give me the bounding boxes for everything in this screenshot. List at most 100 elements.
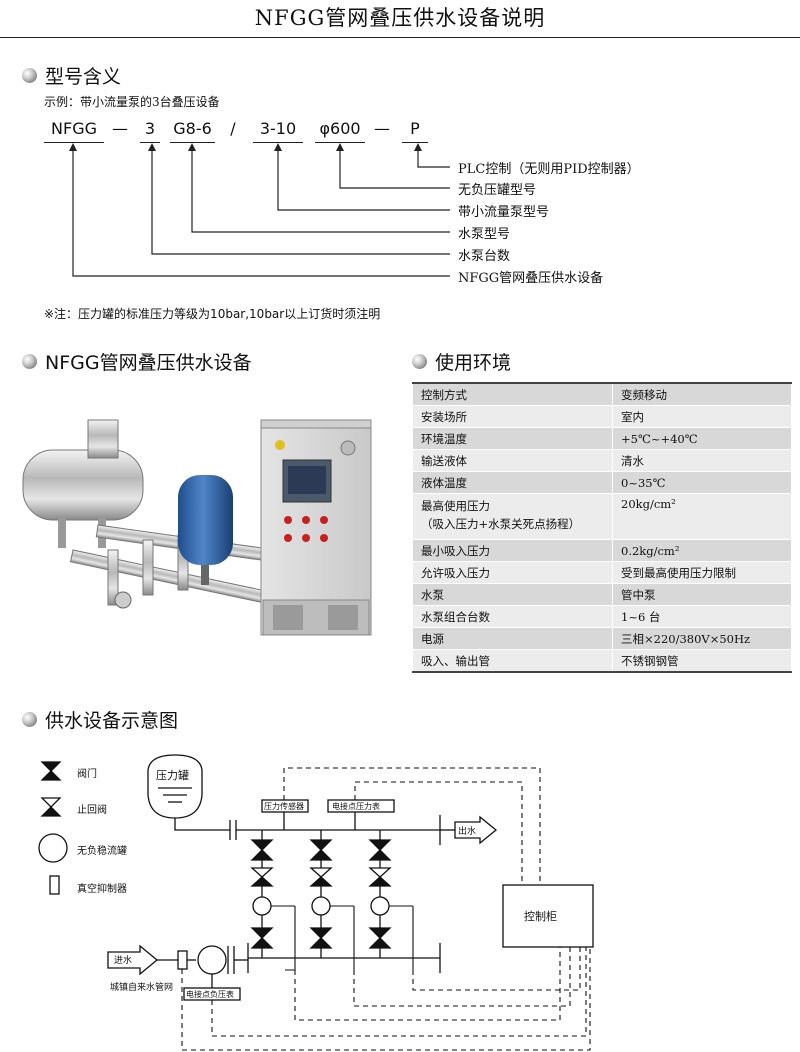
- arrow-icon: [414, 143, 422, 151]
- code-series: NFGG: [51, 119, 97, 138]
- code-pump-count: 3: [144, 119, 156, 138]
- model-section-heading: 型号含义: [22, 62, 121, 89]
- label-small-pump: 带小流量泵型号: [458, 205, 550, 220]
- code-underline: [253, 142, 303, 143]
- table-row: 允许吸入压力 受到最高使用压力限制: [412, 561, 792, 584]
- legend-valve-label: 阀门: [77, 769, 97, 780]
- connector-line: [417, 146, 450, 168]
- legend-tank-label: 无负稳流罐: [77, 846, 127, 857]
- connector-line: [339, 146, 450, 189]
- city-main-label: 城镇自来水管网: [110, 983, 174, 993]
- code-underline: [170, 142, 215, 143]
- code-separator: —: [112, 119, 128, 138]
- env-key: 输送液体: [412, 449, 613, 472]
- label-tank: 无负压罐型号: [458, 183, 537, 198]
- label-plc: PLC控制（无则用PID控制器）: [458, 162, 640, 177]
- table-row: 控制方式 变频移动: [412, 382, 792, 406]
- arrow-icon: [336, 143, 344, 151]
- code-pump-model: G8-6: [173, 119, 212, 138]
- code-separator: /: [230, 119, 236, 138]
- pressure-tank-icon: [147, 754, 203, 819]
- connector-line: [191, 146, 450, 233]
- env-key: 液体温度: [412, 471, 613, 494]
- env-value: 20kg/cm²: [612, 493, 792, 540]
- control-cabinet-icon: [502, 884, 594, 948]
- bullet-icon: [412, 354, 427, 369]
- code-underline: [315, 142, 365, 143]
- table-row: 最小吸入压力 0.2kg/cm²: [412, 539, 792, 562]
- table-row: 环境温度 +5℃~+40℃: [412, 427, 792, 450]
- contact-gauge-out-label: 电接点压力表: [332, 802, 380, 811]
- model-heading-text: 型号含义: [45, 66, 122, 88]
- product-image: [22, 419, 372, 636]
- connector-line: [151, 146, 450, 255]
- label-pump-model: 水泵型号: [458, 227, 511, 242]
- code-connectors: [69, 143, 450, 277]
- check-valve-icon: [40, 797, 62, 817]
- outlet-arrow-icon: [454, 815, 498, 845]
- table-row: 安装场所 室内: [412, 405, 792, 428]
- pressure-tank-label: 压力罐: [156, 769, 189, 782]
- tank-icon: [38, 833, 68, 863]
- env-value: 不锈钢钢管: [612, 649, 792, 673]
- pressure-sensor-label: 压力传感器: [264, 802, 304, 811]
- model-example: 示例：带小流量泵的3台叠压设备: [44, 95, 220, 109]
- code-tank-model: φ600: [319, 119, 361, 138]
- valve-icon: [40, 761, 62, 781]
- env-key: 最高使用压力 （吸入压力+水泵关死点扬程）: [412, 493, 613, 540]
- env-value: 管中泵: [612, 583, 792, 606]
- env-key: 电源: [412, 627, 613, 650]
- environment-table: 控制方式 变频移动 安装场所 室内 环境温度 +5℃~+40℃ 输送液体 清水 …: [412, 382, 792, 673]
- env-key: 允许吸入压力: [412, 561, 613, 584]
- arrow-icon: [188, 143, 196, 151]
- pump-column: [250, 830, 274, 958]
- inlet-label: 进水: [114, 956, 133, 966]
- diagram-section-heading: 供水设备示意图: [22, 706, 178, 733]
- env-value: 0.2kg/cm²: [612, 539, 792, 562]
- env-key: 最小吸入压力: [412, 539, 613, 562]
- arrow-icon: [69, 143, 77, 151]
- table-row: 水泵 管中泵: [412, 583, 792, 606]
- title-rule: [0, 37, 800, 38]
- connector-line: [72, 146, 450, 277]
- env-value: 1~6 台: [612, 605, 792, 628]
- connector-line: [277, 146, 450, 211]
- env-key: 水泵: [412, 583, 613, 606]
- env-key: 安装场所: [412, 405, 613, 428]
- pump-column: [309, 830, 333, 958]
- arrow-icon: [274, 143, 282, 151]
- env-value: 变频移动: [612, 382, 792, 406]
- product-heading-text: NFGG管网叠压供水设备: [45, 352, 252, 374]
- pump-column: [368, 830, 392, 958]
- env-value: 受到最高使用压力限制: [612, 561, 792, 584]
- environment-heading-text: 使用环境: [435, 352, 512, 374]
- diagram-heading-text: 供水设备示意图: [45, 710, 179, 732]
- env-value: +5℃~+40℃: [612, 427, 792, 450]
- table-row: 输送液体 清水: [412, 449, 792, 472]
- env-value: 三相×220/380V×50Hz: [612, 627, 792, 650]
- table-row: 吸入、输出管 不锈钢钢管: [412, 649, 792, 673]
- page-title: NFGG管网叠压供水设备说明: [254, 6, 546, 30]
- schematic-diagram: [38, 754, 594, 1051]
- env-value: 0~35℃: [612, 471, 792, 494]
- env-value: 室内: [612, 405, 792, 428]
- control-cabinet-label: 控制柜: [524, 910, 557, 923]
- table-row: 最高使用压力 （吸入压力+水泵关死点扬程） 20kg/cm²: [412, 493, 792, 540]
- inlet-arrow-icon: [107, 944, 159, 976]
- env-key: 环境温度: [412, 427, 613, 450]
- table-row: 电源 三相×220/380V×50Hz: [412, 627, 792, 650]
- env-key: 控制方式: [412, 382, 613, 406]
- table-row: 水泵组合台数 1~6 台: [412, 605, 792, 628]
- outlet-label: 出水: [458, 827, 477, 837]
- bullet-icon: [22, 68, 37, 83]
- code-underline: [44, 142, 104, 143]
- bullet-icon: [22, 712, 37, 727]
- code-control: P: [410, 119, 420, 138]
- env-key: 吸入、输出管: [412, 649, 613, 673]
- legend-vacuum-label: 真空抑制器: [77, 884, 127, 895]
- product-section-heading: NFGG管网叠压供水设备: [22, 348, 252, 375]
- label-series: NFGG管网叠压供水设备: [458, 271, 604, 286]
- env-key: 水泵组合台数: [412, 605, 613, 628]
- code-underline: [402, 142, 428, 143]
- code-small-pump-model: 3-10: [259, 119, 297, 138]
